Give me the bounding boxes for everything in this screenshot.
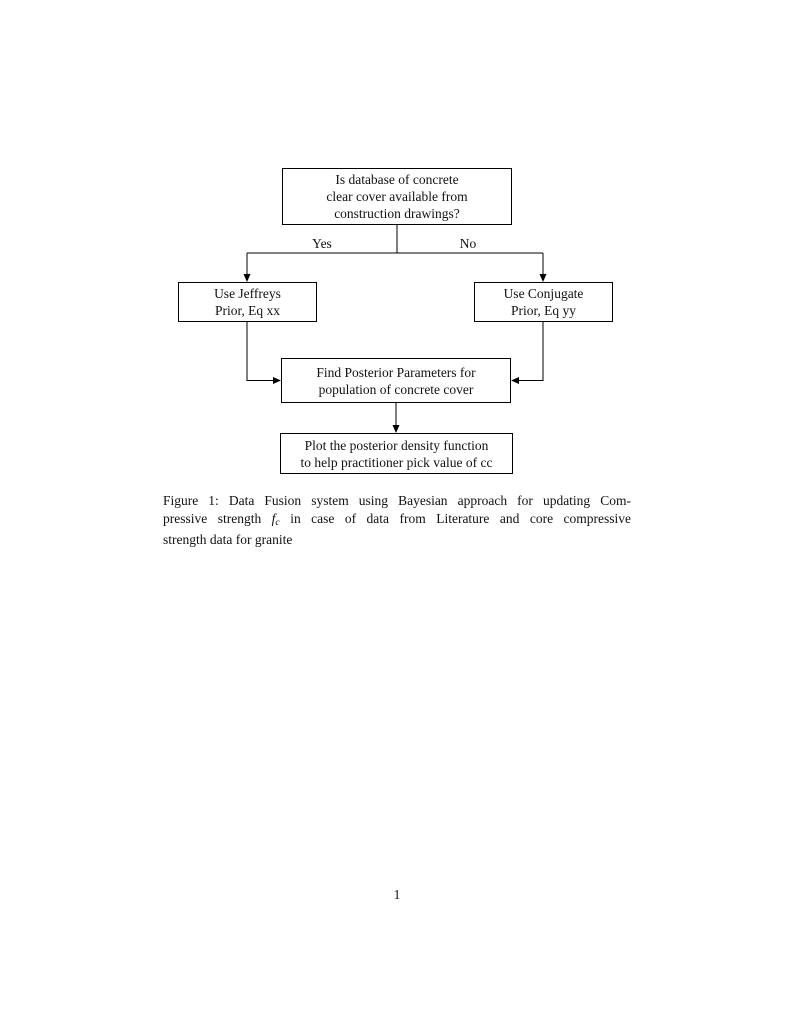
arrowhead-conjugate-posterior <box>511 377 519 384</box>
connector-conjugate-posterior <box>518 322 544 381</box>
arrowhead-yes-branch <box>243 274 251 282</box>
posterior-parameters-node: Find Posterior Parameters for population… <box>281 358 511 403</box>
connector-jeffreys-posterior <box>246 322 274 381</box>
compressive-strength-subscript: c <box>275 516 280 528</box>
caption-line-3: strength data for granite <box>163 532 293 548</box>
compressive-strength-symbol: f <box>271 510 276 526</box>
arrowhead-jeffreys-posterior <box>273 377 281 384</box>
page-number: 1 <box>393 887 401 902</box>
caption-line-2-pre: pressive strength <box>163 510 272 526</box>
figure-caption: Figure 1: Data Fusion system using Bayes… <box>163 492 631 549</box>
caption-line-2: pressive strength fc in case of data fro… <box>163 510 631 532</box>
arrowhead-posterior-plot <box>392 425 400 433</box>
caption-line-2-post: in case of data from Literature and core… <box>279 510 631 526</box>
caption-line-1: Figure 1: Data Fusion system using Bayes… <box>163 493 631 508</box>
decision-node: Is database of concrete clear cover avai… <box>282 168 512 225</box>
plot-density-node: Plot the posterior density function to h… <box>280 433 513 474</box>
arrowhead-no-branch <box>539 274 547 282</box>
no-branch-label: No <box>459 236 477 251</box>
yes-branch-label: Yes <box>312 236 332 251</box>
jeffreys-prior-node: Use Jeffreys Prior, Eq xx <box>178 282 317 322</box>
conjugate-prior-node: Use Conjugate Prior, Eq yy <box>474 282 613 322</box>
